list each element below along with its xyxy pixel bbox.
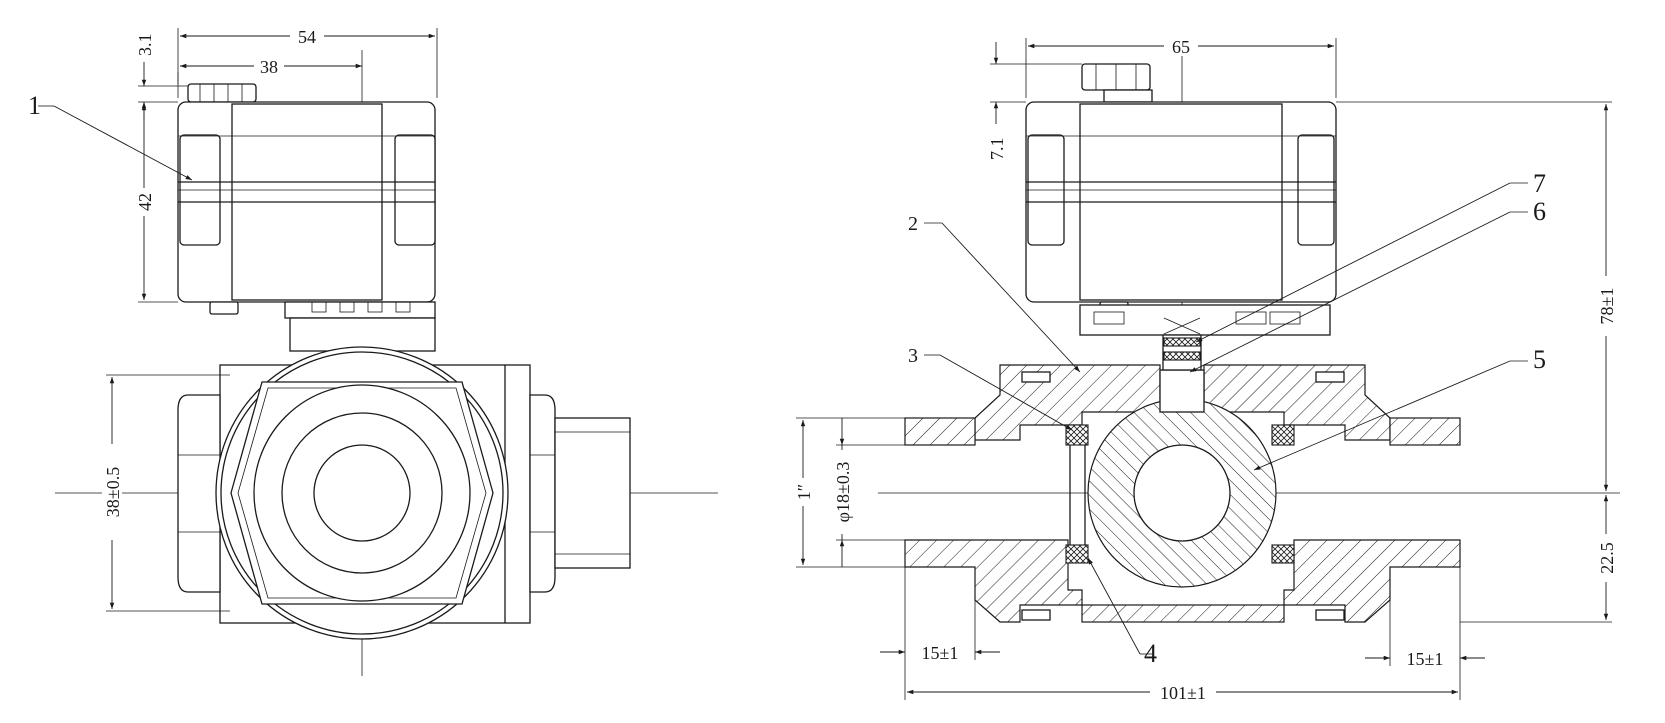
left-knob [187, 83, 257, 103]
right-view: 65 7.1 78±1 22.5 1″ φ18±0. [793, 36, 1620, 703]
right-bracket [1079, 304, 1331, 336]
callout-4: 4 [1144, 639, 1157, 668]
right-dimensions: 65 7.1 78±1 22.5 1″ φ18±0. [793, 36, 1617, 703]
dim-bore-diameter: φ18±0.3 [833, 462, 853, 523]
left-dimensions: 54 38 3.1 42 38±0.5 1 [28, 26, 438, 612]
right-body-section [904, 317, 1461, 623]
left-bracket [284, 301, 436, 352]
callout-6: 6 [1533, 197, 1546, 226]
dim-right-knob-height: 7.1 [987, 138, 1007, 161]
right-knob [1081, 63, 1153, 103]
callout-7: 7 [1533, 169, 1546, 198]
dim-port-height: 38±0.5 [103, 467, 123, 517]
dim-width-top: 38 [260, 57, 278, 77]
dim-thread-left: 15±1 [922, 643, 959, 663]
callout-2: 2 [908, 213, 918, 235]
dim-nominal-size: 1″ [794, 484, 814, 501]
left-valve-body [177, 346, 631, 640]
right-callouts: 2 3 4 5 6 7 [908, 169, 1546, 668]
dim-actuator-height: 42 [135, 193, 155, 211]
dim-overall-length: 101±1 [1160, 683, 1206, 703]
dim-actuator-width: 65 [1172, 37, 1190, 57]
dim-knob-height: 3.1 [135, 34, 155, 57]
callout-1: 1 [28, 91, 41, 120]
left-actuator [177, 101, 436, 315]
callout-3: 3 [908, 345, 918, 367]
dim-thread-right: 15±1 [1407, 649, 1444, 669]
right-actuator [1025, 101, 1337, 315]
dim-height-below-axis: 22.5 [1597, 542, 1617, 574]
dim-width-overall: 54 [298, 27, 316, 47]
callout-5: 5 [1533, 345, 1546, 374]
dim-height-above-axis: 78±1 [1597, 288, 1617, 325]
left-view: 54 38 3.1 42 38±0.5 1 [28, 26, 718, 676]
